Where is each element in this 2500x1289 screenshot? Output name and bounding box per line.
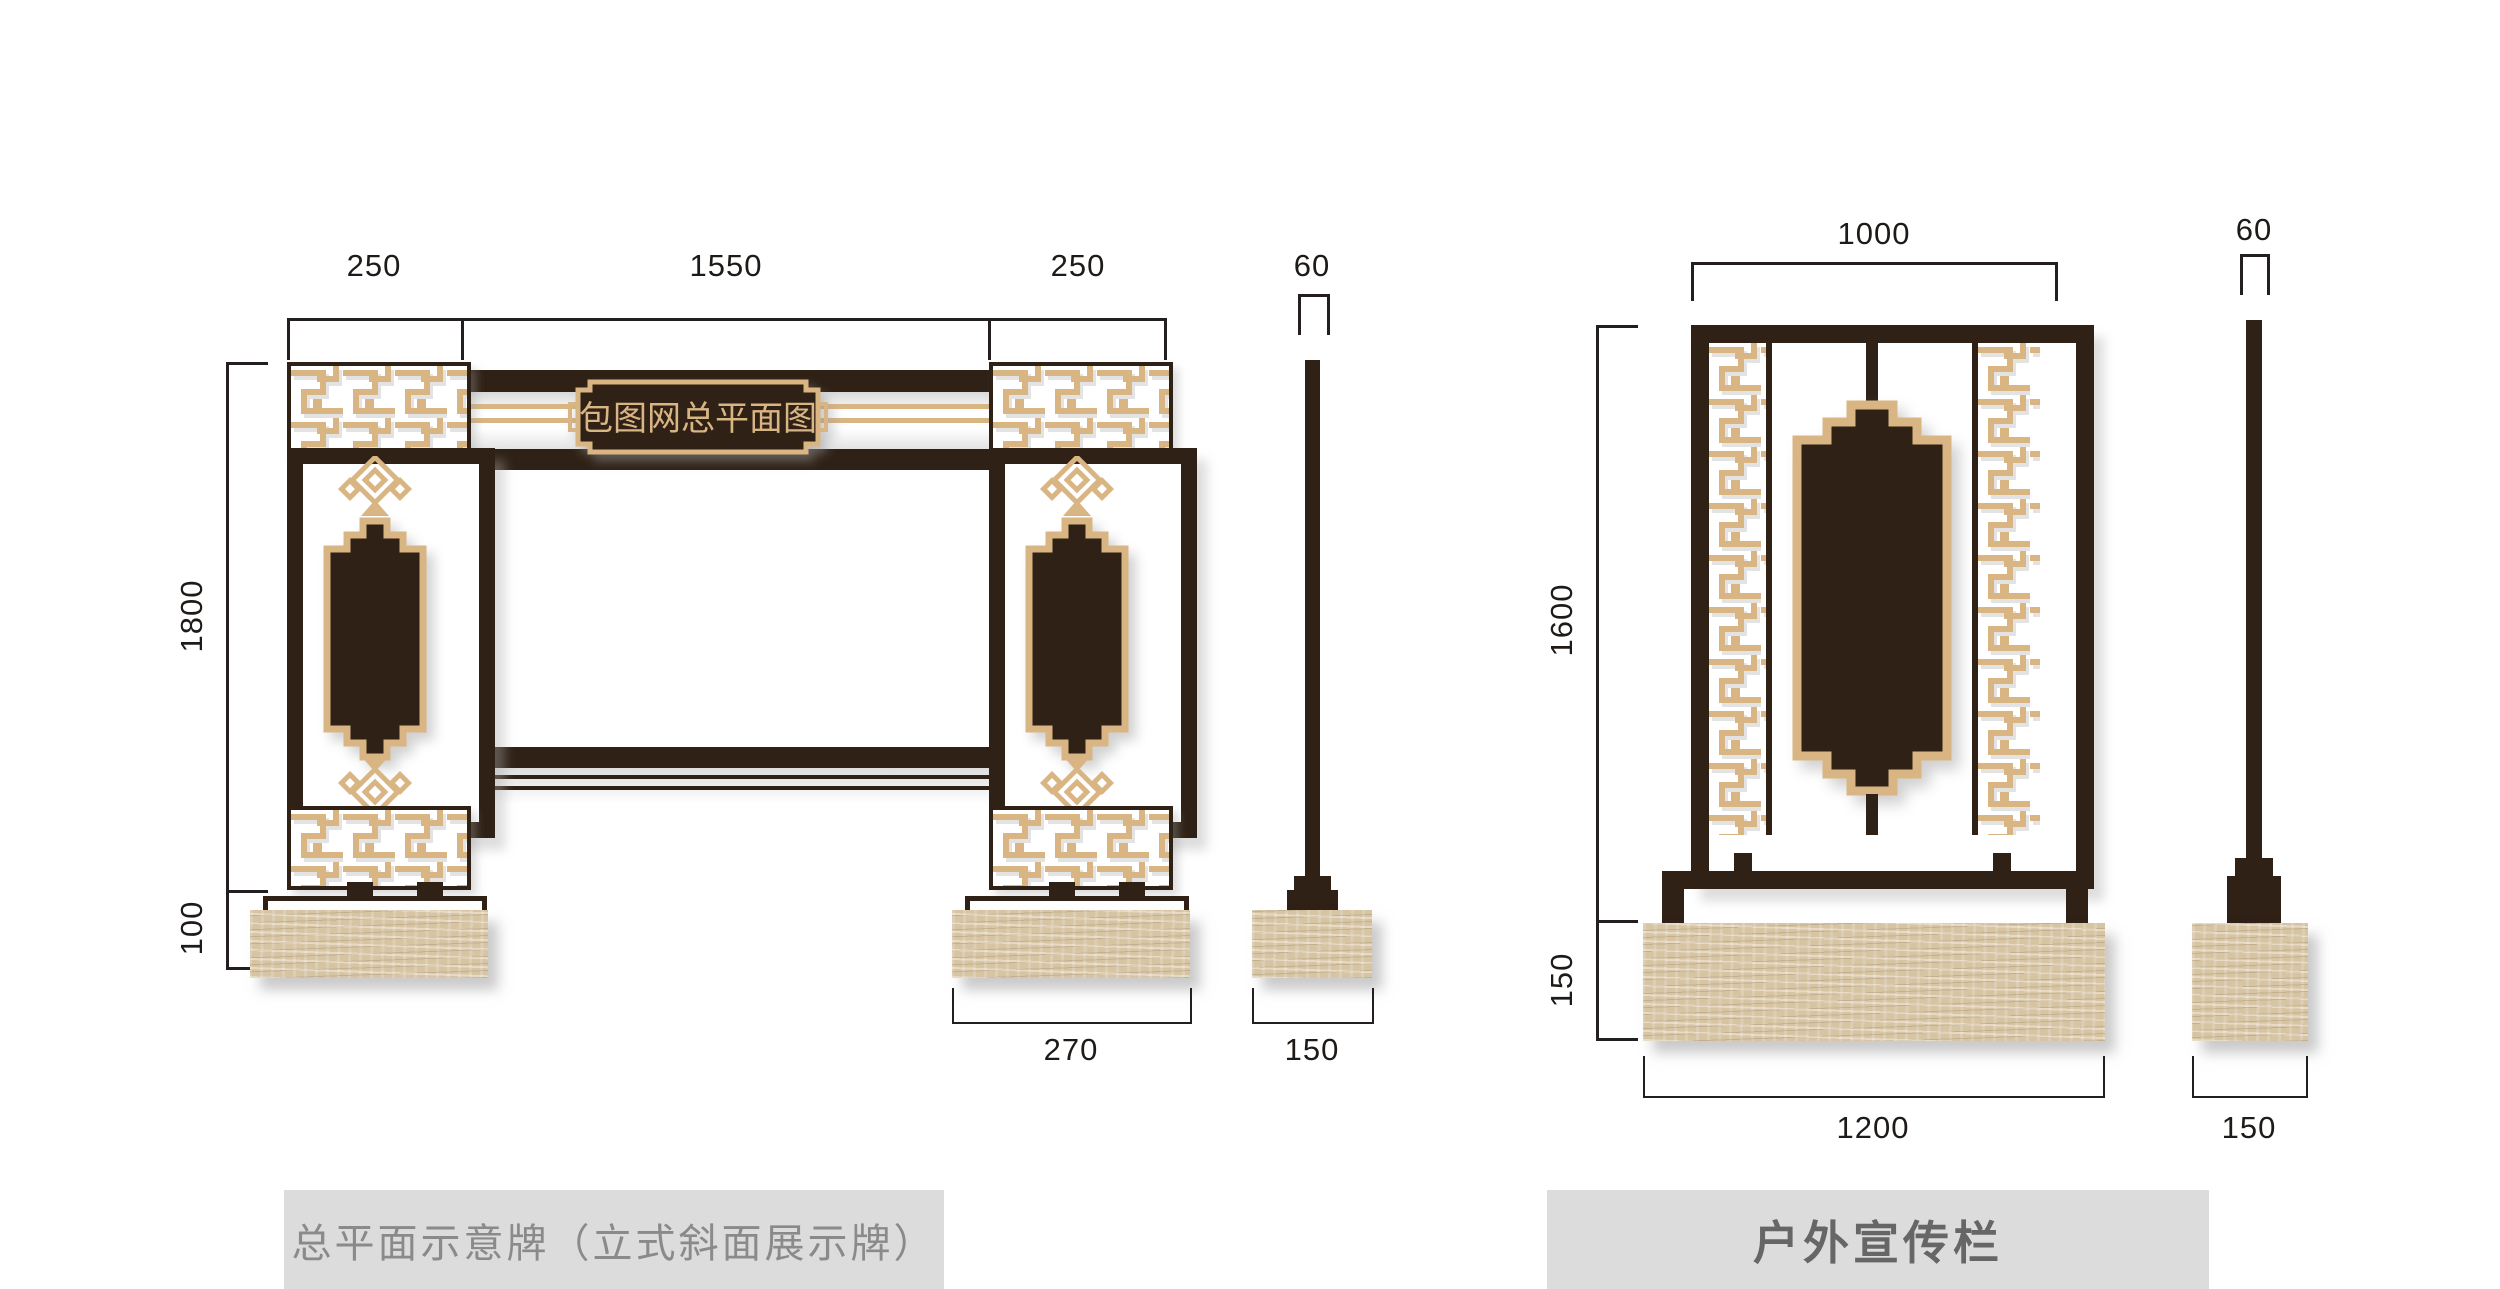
dim-label-side-base: 150 (2221, 1110, 2277, 1145)
dim-tick (1164, 318, 1167, 360)
display-panel (1025, 517, 1129, 761)
stand-connector (1734, 853, 1752, 873)
fretwork-pattern-icon (1709, 343, 1766, 835)
fretwork-band-left (1709, 343, 1766, 835)
side-pole (1305, 360, 1320, 876)
plaque-text: 包图网总平面图 (579, 400, 817, 438)
dim-bracket-side-base (2192, 1056, 2308, 1098)
dim-bracket-pole (1298, 294, 1330, 335)
fretwork-band-top (287, 362, 471, 456)
stand-leg (2066, 889, 2088, 923)
dim-tick (1596, 325, 1638, 328)
fretwork-pattern-icon (1978, 343, 2040, 835)
dim-label-base-width: 270 (1043, 1032, 1099, 1067)
dim-tick (226, 967, 268, 970)
caption-right-text: 户外宣传栏 (1753, 1216, 2003, 1269)
dim-bracket-pole (2240, 254, 2270, 295)
side-pole-foot-step (2235, 858, 2273, 876)
dim-line-height (1596, 325, 1599, 1041)
knot-ornament-icon (331, 456, 419, 520)
dim-label-base-width: 1200 (1836, 1110, 1910, 1145)
stone-base (1643, 923, 2105, 1041)
panel-stem-bottom (1866, 794, 1878, 835)
dim-tick (1596, 920, 1638, 923)
pillar-foot (1049, 882, 1075, 898)
stand-leg (1662, 889, 1684, 923)
dim-label-top-left: 250 (346, 248, 402, 283)
fretwork-pattern-icon (993, 366, 1169, 452)
pillar-foot (347, 882, 373, 898)
knot-ornament-icon (1033, 456, 1121, 520)
lower-rail-thick (463, 747, 989, 768)
plaque: 包图网总平面图 (568, 379, 828, 455)
dim-line-height (226, 362, 229, 970)
fretwork-pattern-icon (291, 366, 467, 452)
dim-tick (287, 318, 290, 360)
dim-tick (226, 362, 268, 365)
dim-label-height: 1800 (174, 579, 209, 653)
display-panel (1792, 400, 1952, 796)
pillar-stand (263, 896, 487, 914)
caption-left: 总平面示意牌（立式斜面展示牌） (284, 1190, 944, 1289)
pillar-stand (965, 896, 1189, 914)
side-pole-foot-step (1294, 876, 1331, 890)
stone-base (250, 910, 488, 978)
dim-bracket-side-base (1252, 988, 1374, 1024)
dim-label-side-width: 60 (2235, 212, 2273, 247)
fretwork-band-right (1978, 343, 2040, 835)
stone-base (1252, 910, 1372, 978)
panel-stem-top (1866, 343, 1878, 403)
dim-label-width: 1000 (1837, 216, 1911, 251)
dim-label-base-height: 150 (1544, 952, 1579, 1008)
caption-left-text: 总平面示意牌（立式斜面展示牌） (291, 1221, 937, 1266)
dim-label-side-base: 150 (1284, 1032, 1340, 1067)
stone-base (952, 910, 1190, 978)
fretwork-pattern-icon (291, 810, 467, 886)
caption-right: 户外宣传栏 (1547, 1190, 2209, 1289)
dim-label-height: 1600 (1544, 583, 1579, 657)
side-pole (2246, 320, 2262, 858)
dim-bracket-base (1643, 1056, 2105, 1098)
dim-label-top-center: 1550 (689, 248, 763, 283)
dim-label-side-width: 60 (1293, 248, 1331, 283)
lower-rail-thin (463, 775, 989, 779)
dim-bracket-base (952, 988, 1192, 1024)
stand-bar (1662, 871, 2088, 889)
stand-connector (1993, 853, 2011, 873)
dim-tick (1596, 1038, 1638, 1041)
pillar-foot (1119, 882, 1145, 898)
dim-label-top-right: 250 (1050, 248, 1106, 283)
side-pole-foot (2227, 876, 2281, 923)
dim-tick (988, 318, 991, 360)
dim-bracket-width (1691, 262, 2058, 301)
fretwork-band-top (989, 362, 1173, 456)
dim-line-top (287, 318, 1167, 321)
fretwork-band-bottom (989, 806, 1173, 890)
board-divider (1972, 343, 1978, 835)
fretwork-band-bottom (287, 806, 471, 890)
pillar-foot (417, 882, 443, 898)
board-divider (1766, 343, 1772, 835)
display-panel (323, 517, 427, 761)
fretwork-pattern-icon (993, 810, 1169, 886)
dim-tick (461, 318, 464, 360)
dim-label-base-height: 100 (174, 900, 209, 956)
dim-tick (226, 890, 268, 893)
stone-base (2192, 923, 2308, 1041)
lower-rail-thin (463, 786, 989, 790)
